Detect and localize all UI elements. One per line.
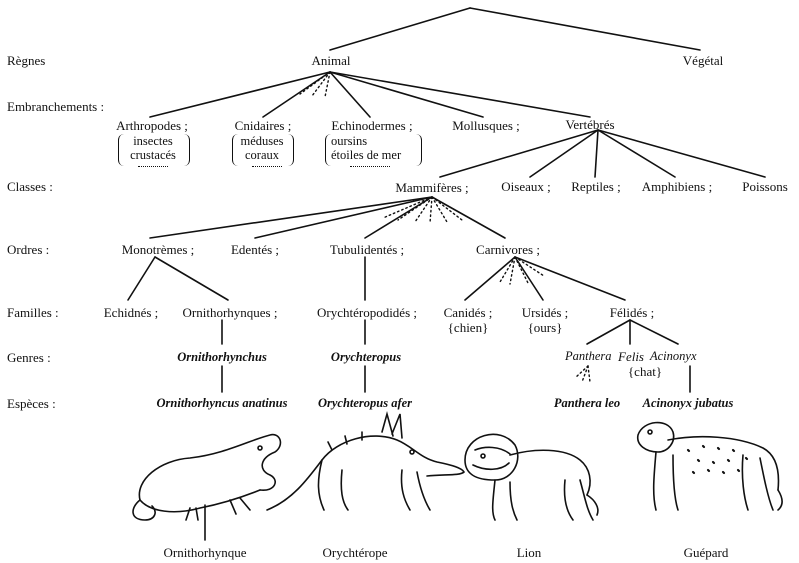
rank-label-genres: Genres : (7, 350, 51, 365)
node-tubulidentes: Tubulidentés ; (329, 242, 405, 257)
node-vegetal: Végétal (682, 53, 724, 68)
node-echidnes: Echidnés ; (103, 305, 159, 320)
sub-etoiles-de-mer: étoiles de mer (331, 148, 402, 162)
brace-cnidaires (232, 134, 294, 166)
brace-arthropodes (118, 134, 190, 166)
sub-oursins: oursins (331, 134, 368, 148)
node-acinonyx: Acinonyx (650, 349, 697, 363)
node-orycteropus: Orychteropus (330, 350, 402, 364)
node-vertebres: Vertébrés (565, 117, 615, 132)
rank-label-especes: Espèces : (7, 396, 56, 411)
node-ornithorhynchus: Ornithorhynchus (177, 350, 267, 364)
sub-chien: {chien} (447, 320, 489, 335)
sub-coraux: coraux (244, 148, 280, 162)
label-guepard: Guépard (683, 545, 729, 560)
sub-chat: {chat} (627, 364, 663, 379)
rank-label-regnes: Règnes (7, 53, 46, 68)
label-ornithorhynque: Ornithorhynque (163, 545, 247, 560)
node-echinodermes: Echinodermes ; (331, 118, 413, 133)
label-orycterope: Orychtérope (322, 545, 388, 560)
node-amphibiens: Amphibiens ; (641, 179, 713, 194)
node-mollusques: Mollusques ; (452, 118, 520, 133)
node-cnidaires: Cnidaires ; (234, 118, 292, 133)
node-panthera: Panthera (565, 349, 612, 363)
rank-label-familles: Familles : (7, 305, 59, 320)
lion-illustration (464, 433, 599, 521)
label-lion: Lion (516, 545, 542, 560)
node-ornithorhynques: Ornithorhynques ; (182, 305, 278, 320)
node-orycteropus-afer: Orychteropus afer (317, 396, 413, 410)
cheetah-illustration (636, 421, 783, 511)
node-mammiferes: Mammifères ; (395, 180, 469, 195)
more-dots (350, 166, 390, 167)
node-carnivores: Carnivores ; (476, 242, 540, 257)
more-dots (138, 166, 168, 167)
node-panthera-leo: Panthera leo (553, 396, 621, 410)
node-animal: Animal (311, 53, 351, 68)
node-reptiles: Reptiles ; (571, 179, 621, 194)
node-ornithorhyncus-anatinus: Ornithorhyncus anatinus (156, 396, 288, 410)
rank-label-classes: Classes : (7, 179, 53, 194)
node-canides: Canidés ; (443, 305, 493, 320)
node-felides: Félidés ; (609, 305, 655, 320)
more-dots (252, 166, 282, 167)
node-orycteropodides: Orychtéropodidés ; (316, 305, 418, 320)
node-monotremes: Monotrèmes ; (121, 242, 195, 257)
brace-echinodermes (325, 134, 422, 166)
node-oiseaux: Oiseaux ; (501, 179, 551, 194)
node-ursides: Ursidés ; (521, 305, 569, 320)
sub-ours: {ours} (527, 320, 563, 335)
aardvark-illustration (266, 410, 465, 511)
node-acinonyx-jubatus: Acinonyx jubatus (642, 396, 734, 410)
rank-label-embranchements: Embranchements : (7, 99, 105, 114)
sub-insectes: insectes (133, 134, 173, 148)
rank-label-ordres: Ordres : (7, 242, 50, 257)
node-edentes: Edentés ; (230, 242, 280, 257)
sub-crustaces: crustacés (130, 148, 176, 162)
node-felis: Felis (618, 349, 644, 364)
platypus-illustration (132, 433, 282, 521)
node-arthropodes: Arthropodes ; (116, 118, 188, 133)
sub-meduses: méduses (240, 134, 284, 148)
node-poissons: Poissons (742, 179, 788, 194)
